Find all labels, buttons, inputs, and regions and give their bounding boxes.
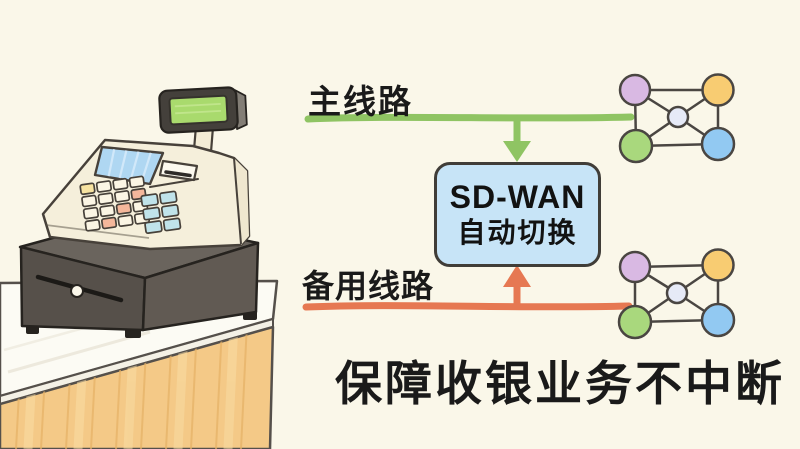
mesh-node — [666, 105, 690, 129]
mesh-node — [617, 304, 653, 340]
network-mesh-top-icon — [618, 73, 736, 164]
backup-line — [302, 265, 633, 311]
backup-line-stroke — [302, 302, 633, 311]
sdwan-box: SD-WAN 自动切换 — [434, 162, 601, 267]
wood-grain — [15, 327, 250, 449]
primary-line-stroke — [304, 113, 635, 123]
customer-display — [158, 86, 248, 134]
arrow-up-icon — [503, 265, 531, 287]
cash-register-icon — [41, 86, 251, 251]
mesh-node — [701, 73, 735, 107]
mesh-node — [700, 302, 736, 338]
headline: 保障收银业务不中断 — [335, 357, 785, 410]
primary-line — [304, 113, 635, 162]
sdwan-box-subtitle: 自动切换 — [457, 217, 578, 249]
display-screen — [168, 94, 229, 126]
mesh-node — [618, 250, 652, 284]
backup-line-label: 备用线路 — [302, 268, 435, 304]
primary-line-label: 主线路 — [308, 83, 413, 120]
mesh-node — [700, 126, 736, 162]
mesh-node — [701, 248, 735, 282]
mesh-node — [618, 128, 654, 164]
mesh-node — [618, 73, 652, 107]
mesh-node — [665, 281, 689, 305]
register-function-keys — [140, 190, 182, 235]
receipt-slot — [158, 159, 199, 182]
drawer-knob — [70, 284, 84, 298]
network-mesh-bottom-icon — [617, 248, 736, 340]
arrow-down-icon — [503, 141, 531, 162]
sdwan-box-title: SD-WAN — [449, 179, 586, 216]
